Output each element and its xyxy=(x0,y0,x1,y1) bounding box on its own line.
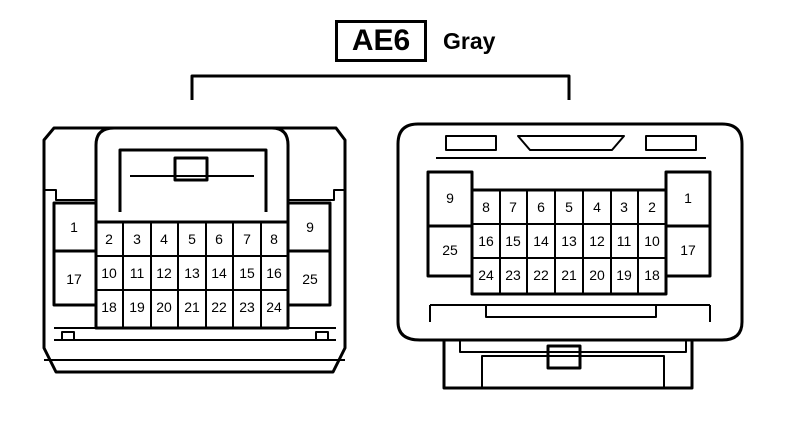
right-connector-housing xyxy=(396,122,744,390)
pin-label: 21 xyxy=(561,267,577,283)
pin-label: 23 xyxy=(239,299,255,315)
pin-label: 5 xyxy=(565,199,573,215)
connector-color-label: Gray xyxy=(443,28,496,54)
pin-label: 6 xyxy=(537,199,545,215)
pin-label: 16 xyxy=(478,233,494,249)
left-connector-housing xyxy=(42,126,347,374)
pin-label: 4 xyxy=(593,199,601,215)
pin-label: 18 xyxy=(644,267,660,283)
pin-label: 24 xyxy=(266,299,282,315)
connector-code: AE6 xyxy=(351,24,411,57)
pin-label: 11 xyxy=(130,265,145,281)
pin-label: 2 xyxy=(648,199,656,215)
pin-label: 8 xyxy=(482,199,490,215)
pin-label: 11 xyxy=(617,233,632,249)
pin-label: 14 xyxy=(533,233,549,249)
pin-label: 6 xyxy=(215,231,223,247)
pin-label: 3 xyxy=(133,231,141,247)
pin-label: 17 xyxy=(66,271,82,287)
pin-label: 19 xyxy=(616,267,632,283)
pin-label: 17 xyxy=(680,242,696,258)
pin-label: 23 xyxy=(505,267,521,283)
pin-label: 19 xyxy=(129,299,145,315)
view-bracket xyxy=(190,74,571,100)
pin-label: 13 xyxy=(184,265,200,281)
pin-label: 8 xyxy=(270,231,278,247)
pin-label: 15 xyxy=(505,233,521,249)
pin-label: 20 xyxy=(589,267,605,283)
pin-label: 14 xyxy=(211,265,227,281)
pin-label: 10 xyxy=(644,233,660,249)
pin-label: 20 xyxy=(156,299,172,315)
connector-code-box: AE6 xyxy=(335,20,427,62)
pin-label: 7 xyxy=(243,231,251,247)
pin-label: 2 xyxy=(105,231,113,247)
pin-label: 9 xyxy=(306,219,314,235)
pin-label: 4 xyxy=(160,231,168,247)
pin-label: 10 xyxy=(101,265,117,281)
pin-label: 13 xyxy=(561,233,577,249)
pin-label: 25 xyxy=(302,271,318,287)
pin-label: 16 xyxy=(266,265,282,281)
pin-label: 1 xyxy=(70,219,78,235)
pin-label: 21 xyxy=(184,299,200,315)
pin-label: 22 xyxy=(533,267,549,283)
pin-label: 24 xyxy=(478,267,494,283)
left-pin-grid xyxy=(94,220,290,330)
pin-label: 18 xyxy=(101,299,117,315)
right-side-block-right xyxy=(664,170,712,278)
pin-label: 15 xyxy=(239,265,255,281)
pin-label: 22 xyxy=(211,299,227,315)
right-pin-grid xyxy=(470,188,668,296)
pin-label: 1 xyxy=(684,190,692,206)
pin-label: 25 xyxy=(442,242,458,258)
pin-label: 3 xyxy=(620,199,628,215)
pin-label: 9 xyxy=(446,190,454,206)
right-side-block-left xyxy=(426,170,474,278)
pin-label: 7 xyxy=(509,199,517,215)
pin-label: 12 xyxy=(156,265,172,281)
pin-label: 12 xyxy=(589,233,605,249)
pin-label: 5 xyxy=(188,231,196,247)
